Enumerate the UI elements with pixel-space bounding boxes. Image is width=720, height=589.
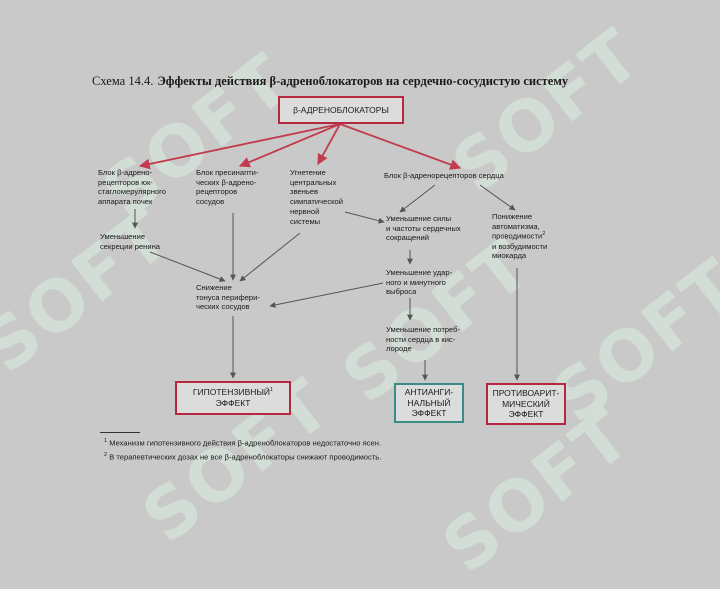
oxygen-text: Уменьшение потреб- ности сердца в кис- л…	[386, 325, 461, 354]
central-text: Угнетение центральных звеньев симпатичес…	[290, 168, 343, 226]
title-text: Эффекты действия β-адреноблокаторов на с…	[157, 74, 569, 88]
hypotensive-line: ГИПОТЕНЗИВНЫЙ	[192, 387, 271, 398]
connector-lines	[132, 123, 520, 381]
arrow-central-force	[344, 211, 385, 224]
diagram-title: Схема 14.4.Эффекты действия β-адреноблок…	[92, 74, 568, 89]
arrow-heart-auto	[479, 184, 516, 211]
presyn-block-text: Блок пресинапти- ческих β-адрено- рецепт…	[196, 168, 259, 207]
automatism-line: Понижение автоматизма, проводимости	[492, 212, 543, 241]
arrow-root-heart	[339, 123, 462, 170]
automatism-tail: и возбудимости миокарда	[492, 241, 548, 261]
footnote-2-text: В терапевтических дозах не все β-адреноб…	[109, 452, 382, 462]
antiarrhythmic-label: ПРОТИВОАРИТ- МИЧЕСКИЙ ЭФФЕКТ	[492, 388, 560, 420]
heart-block-text: Блок β-адренорецепторов сердца	[384, 171, 504, 180]
footnote-1-text: Механизм гипотензивного действия β-адрен…	[109, 438, 382, 448]
kidney-block-text: Блок β-адрено- рецепторов юк- стагломеру…	[98, 168, 166, 207]
arrow-root-presyn	[239, 123, 341, 168]
antianginal-label: АНТИАНГИ- НАЛЬНЫЙ ЭФФЕКТ	[404, 387, 454, 419]
footnote-1-mark: 1	[104, 438, 108, 444]
automatism-text: Понижение автоматизма, проводимости2 и в…	[492, 212, 547, 261]
antianginal-box: АНТИАНГИ- НАЛЬНЫЙ ЭФФЕКТ	[394, 383, 464, 423]
arrow-root-central	[317, 123, 341, 165]
arrow-root-kidney	[138, 123, 341, 170]
vascular-tone-text: Снижение тонуса перифери- ческих сосудов	[196, 283, 260, 312]
renin-text: Уменьшение секреции ренина	[100, 232, 161, 251]
arrow-central-tone	[239, 232, 301, 282]
antiarrhythmic-box: ПРОТИВОАРИТ- МИЧЕСКИЙ ЭФФЕКТ	[486, 383, 566, 425]
root-box: β-АДРЕНОБЛОКАТОРЫ	[278, 96, 404, 124]
stroke-output-text: Уменьшение удар- ного и минутного выброс…	[386, 268, 453, 297]
hypotensive-sup: 1	[270, 387, 274, 394]
arrow-stroke-tone	[269, 282, 384, 308]
title-number: Схема 14.4.	[92, 74, 154, 88]
force-rate-text: Уменьшение силы и частоты сердечных сокр…	[386, 214, 461, 243]
footnote-divider	[100, 432, 140, 433]
hypotensive-tail: ЭФФЕКТ	[215, 398, 251, 408]
root-label: β-АДРЕНОБЛОКАТОРЫ	[293, 104, 389, 115]
footnote-1: 1 Механизм гипотензивного действия β-адр…	[104, 438, 381, 448]
footnote-2: 2 В терапевтических дозах не все β-адрен…	[104, 452, 381, 462]
arrow-renin-tone	[149, 251, 226, 282]
footnote-2-mark: 2	[104, 452, 108, 458]
hypotensive-label: ГИПОТЕНЗИВНЫЙ1 ЭФФЕКТ	[193, 387, 273, 408]
automatism-sup: 2	[542, 231, 546, 238]
hypotensive-box: ГИПОТЕНЗИВНЫЙ1 ЭФФЕКТ	[175, 381, 291, 415]
arrow-heart-force	[399, 184, 436, 213]
